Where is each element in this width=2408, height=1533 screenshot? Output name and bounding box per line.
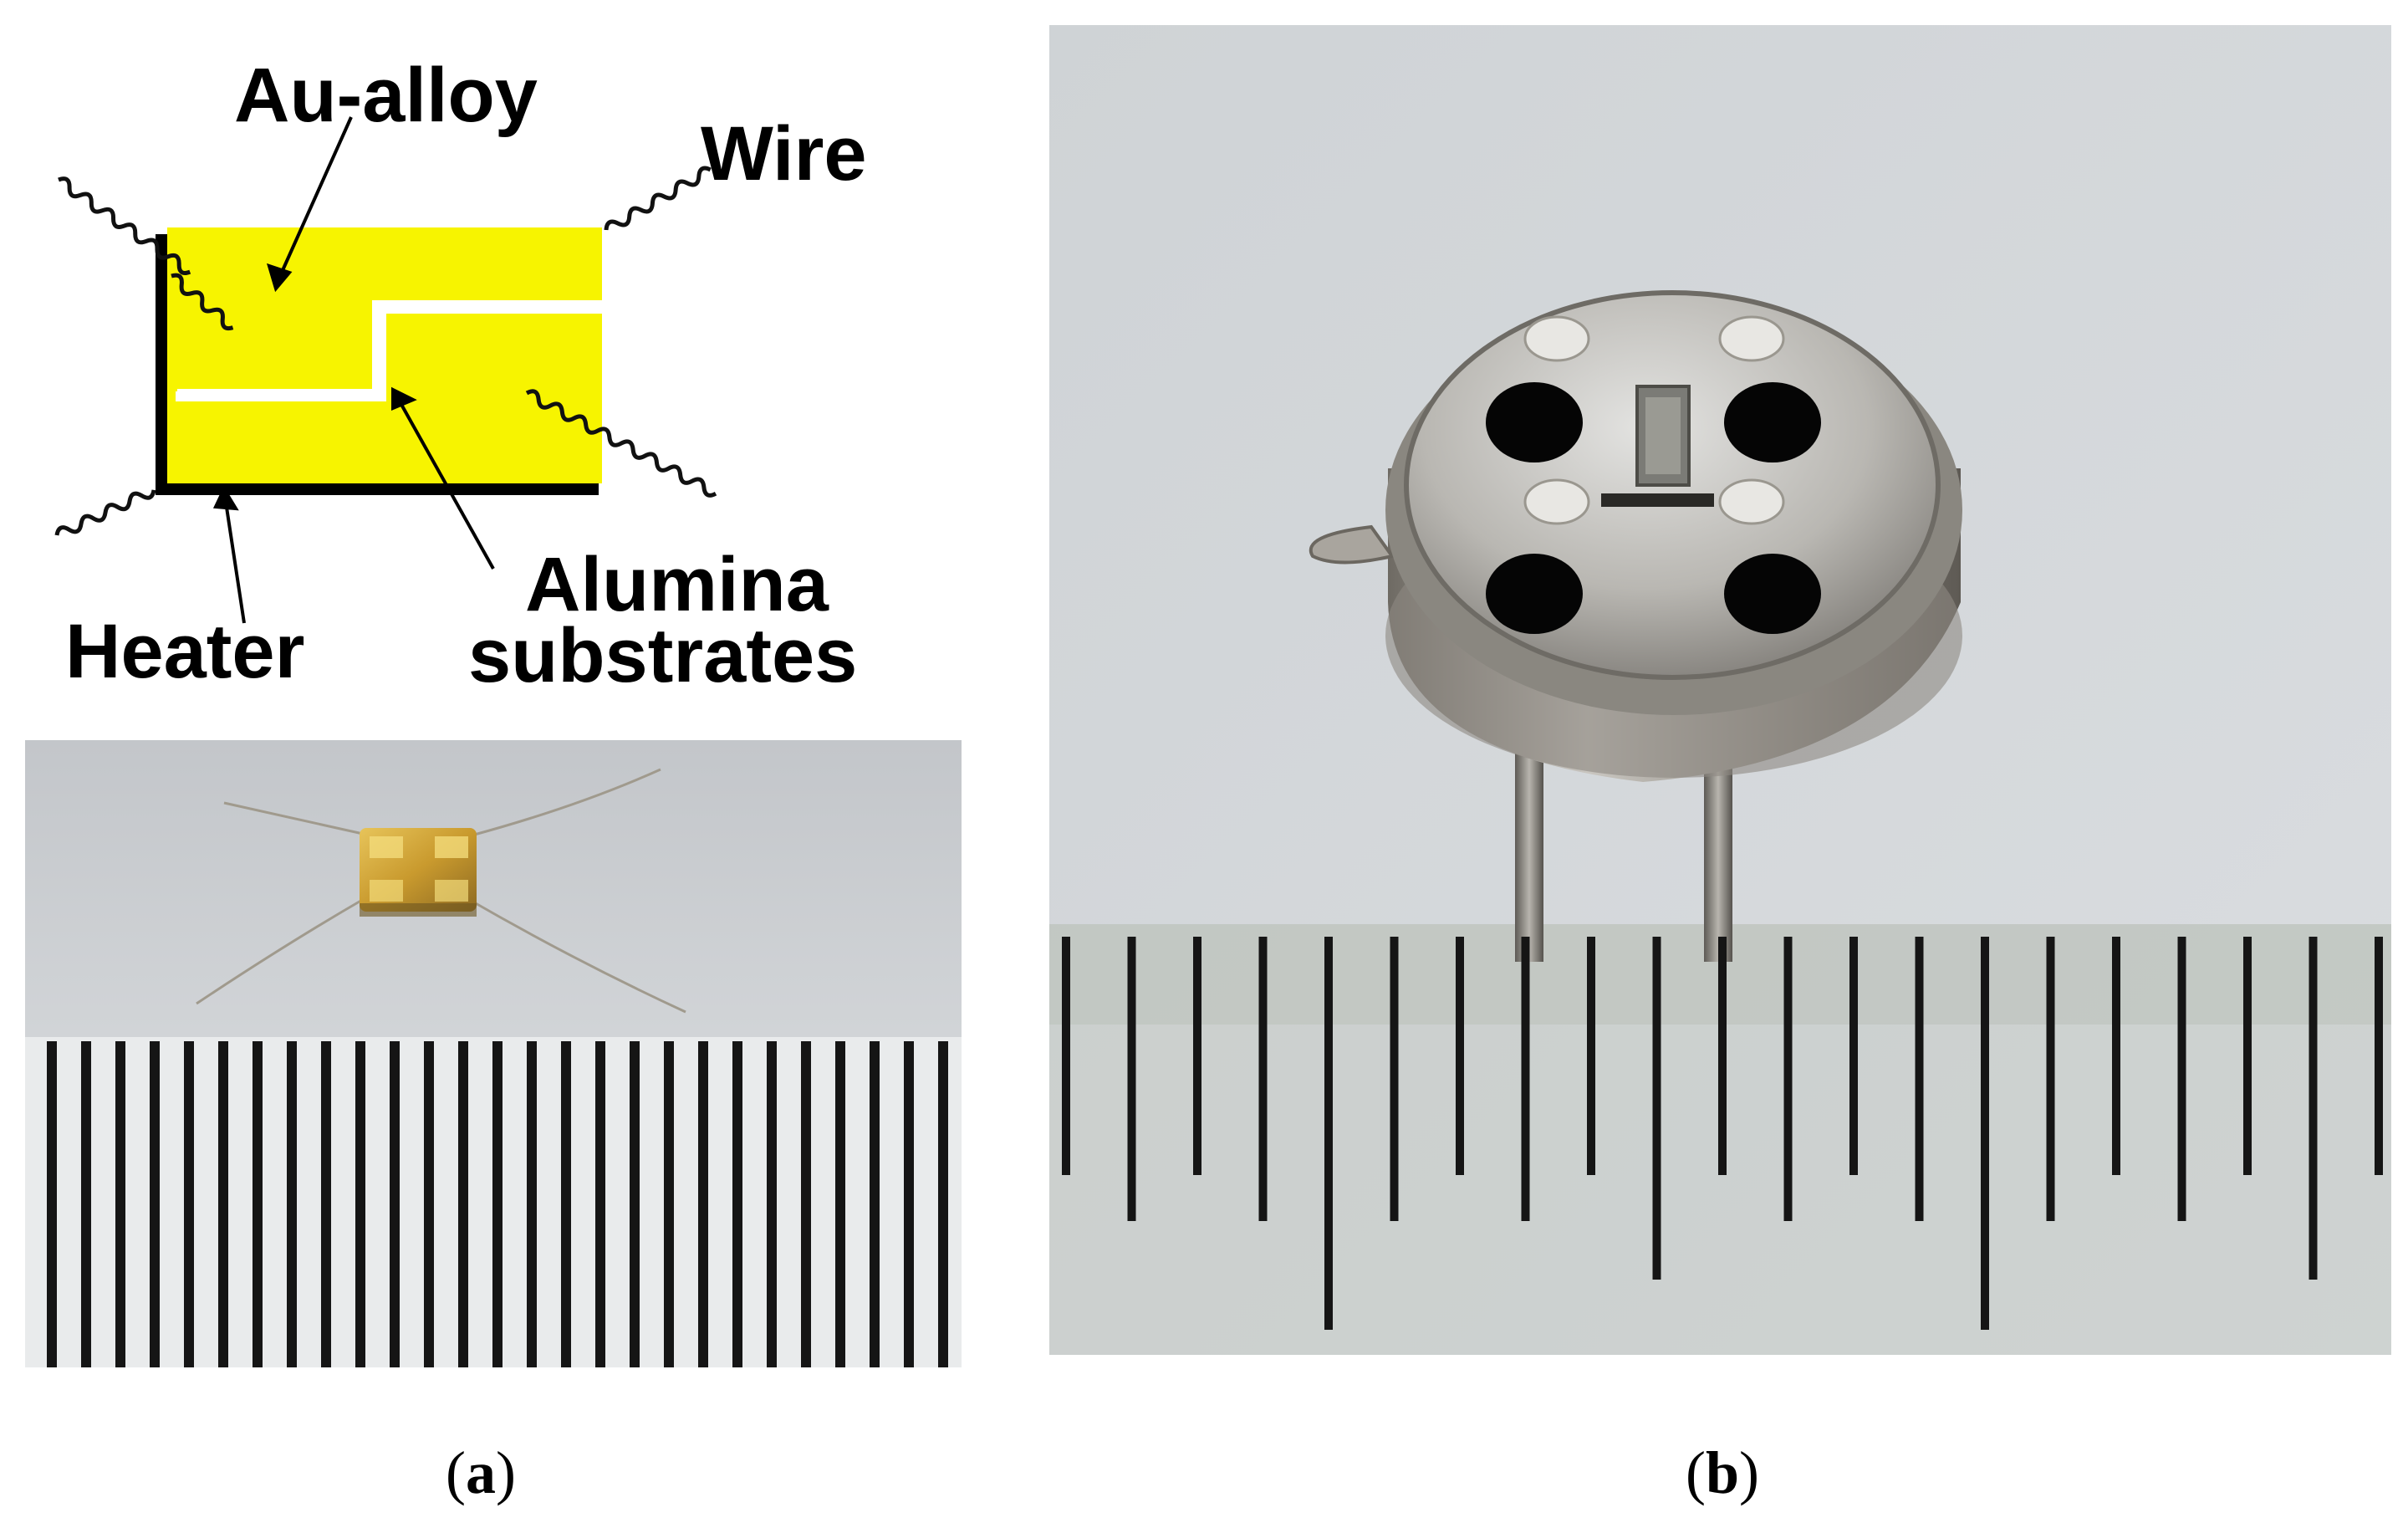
sensor-tab [1309,524,1395,565]
ruler-b [1062,937,2383,1330]
sensor-hole-3 [1486,554,1583,634]
wire-top-right [604,166,712,231]
label-substrates: substrates [468,613,857,698]
caption-b-letter: b [1705,1439,1740,1506]
label-au-alloy: Au-alloy [234,53,538,138]
label-heater: Heater [65,609,304,694]
schematic-panel: Au-alloy Wire Alumina substrates Heater [54,53,867,698]
arrow-au-alloy [278,116,353,277]
photo-chip-panel [25,740,962,1367]
wire-top-left-inner [171,273,234,331]
sensor-hole-2 [1724,382,1821,462]
caption-b: (b) [1685,1439,1759,1506]
photo-sensor-panel [1049,25,2391,1355]
sensor-hole-4 [1724,554,1821,634]
ruler-a [47,1041,948,1367]
label-alumina: Alumina [525,542,829,627]
wire-top-left [58,176,191,276]
caption-a: (a) [446,1439,516,1506]
caption-a-letter: a [466,1439,496,1506]
arrow-alumina [398,401,495,570]
arrow-heater [224,501,246,624]
wire-bottom-right [525,389,717,498]
label-wire: Wire [701,111,867,197]
heater-strip [1601,493,1714,507]
sensor-pin-left [1515,736,1543,962]
wire-bottom-left [54,489,156,536]
sensor-hole-1 [1486,382,1583,462]
